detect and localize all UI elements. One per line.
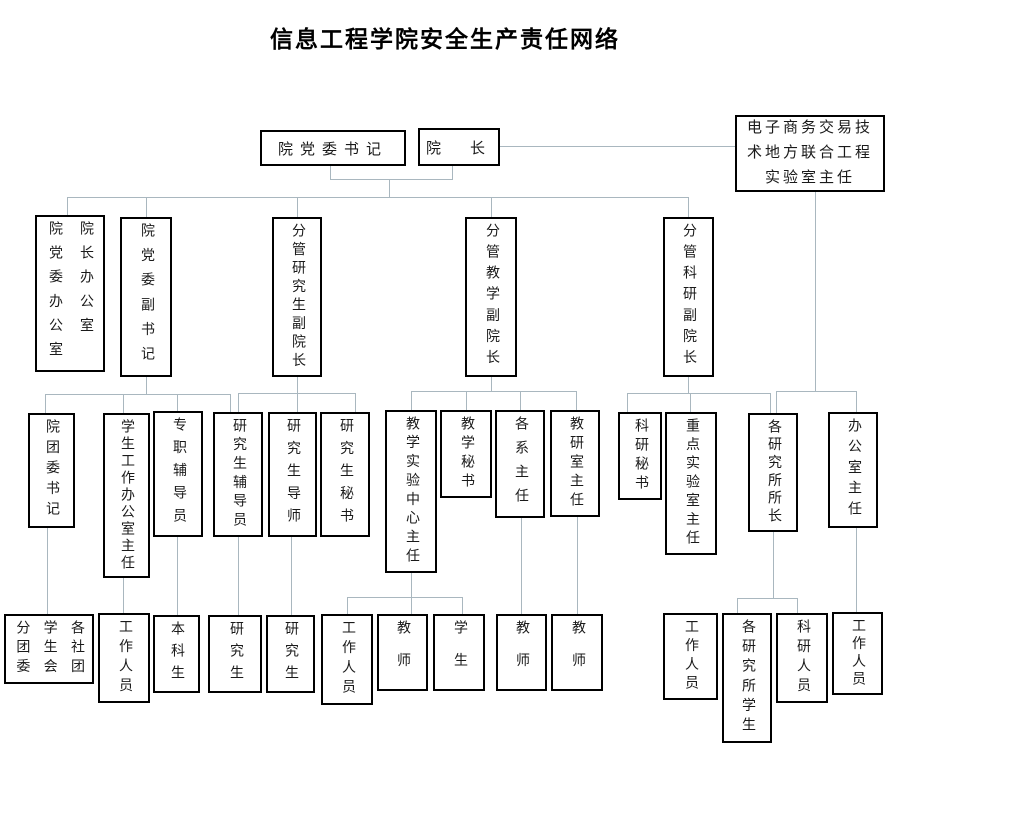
org-node-key-lab-director: 重点实验室主任 <box>665 412 717 555</box>
connector-line <box>177 394 178 411</box>
org-node-graduates-2: 研究生 <box>266 615 315 693</box>
org-node-research-secretary: 科研秘书 <box>618 412 662 500</box>
org-node-teaching-lab-center-director: 教学实验中心主任 <box>385 410 437 573</box>
org-node-staff-teaching-lab: 工作人员 <box>321 614 373 705</box>
connector-line <box>577 517 578 614</box>
org-node-staff-key-lab: 工作人员 <box>663 613 718 700</box>
org-node-staff-office: 工作人员 <box>832 612 883 695</box>
org-node-institute-heads: 各研究所所长 <box>748 413 798 532</box>
connector-line <box>47 528 48 614</box>
connector-line <box>520 391 521 410</box>
connector-line <box>389 179 390 197</box>
connector-line <box>770 393 771 413</box>
connector-line <box>491 377 492 391</box>
connector-line <box>411 391 577 392</box>
page-title: 信息工程学院安全生产责任网络 <box>270 27 620 52</box>
connector-line <box>297 197 298 217</box>
connector-line <box>737 598 798 599</box>
connector-line <box>776 391 777 413</box>
org-node-graduates-1: 研究生 <box>208 615 262 693</box>
org-node-student-affairs-director: 学生工作办公室主任 <box>103 413 150 578</box>
org-node-vice-dean-research: 分管科研副院长 <box>663 217 714 377</box>
org-node-vice-dean-teaching: 分管教学副院长 <box>465 217 517 377</box>
org-node-office-director: 办公室主任 <box>828 412 878 528</box>
connector-line <box>521 518 522 614</box>
org-node-deputy-party-secretary: 院党委副书记 <box>120 217 172 377</box>
connector-line <box>230 394 231 412</box>
connector-line <box>737 598 738 613</box>
connector-line <box>67 197 68 215</box>
org-node-staff-student-affairs: 工作人员 <box>98 613 150 703</box>
connector-line <box>146 197 147 217</box>
connector-line <box>330 165 331 179</box>
org-node-students: 学生 <box>433 614 485 691</box>
connector-line <box>797 598 798 613</box>
org-node-teaching-secretary: 教学秘书 <box>440 410 492 498</box>
org-node-dean-party-office: 院长办公室 院党委办公室 <box>35 215 105 372</box>
connector-line <box>411 597 412 614</box>
org-node-ecommerce-lab-director: 电子商务交易技 术地方联合工程 实验室主任 <box>735 115 885 192</box>
org-node-research-staff: 科研人员 <box>776 613 828 703</box>
connector-line <box>411 573 412 597</box>
connector-line <box>177 537 178 615</box>
org-node-teachers-3: 教师 <box>551 614 603 691</box>
org-node-graduate-counselors: 研究生辅导员 <box>213 412 263 537</box>
connector-line <box>123 578 124 613</box>
org-node-undergraduates: 本科生 <box>153 615 200 693</box>
connector-line <box>347 597 463 598</box>
org-node-institute-students: 各研究所学生 <box>722 613 772 743</box>
connector-line <box>856 528 857 612</box>
connector-line <box>452 165 453 179</box>
connector-line <box>688 377 689 393</box>
connector-line <box>347 597 348 614</box>
org-node-vice-dean-graduate: 分管研究生副院长 <box>272 217 322 377</box>
connector-line <box>856 391 857 412</box>
connector-line <box>576 391 577 410</box>
org-node-teaching-research-heads: 教研室主任 <box>550 410 600 517</box>
connector-line <box>627 393 628 412</box>
org-node-teachers-2: 教师 <box>496 614 547 691</box>
connector-line <box>45 394 46 413</box>
org-node-graduate-supervisors: 研究生导师 <box>268 412 317 537</box>
org-node-party-secretary: 院党委书记 <box>260 130 406 166</box>
org-node-department-heads: 各系主任 <box>495 410 545 518</box>
connector-line <box>67 197 689 198</box>
connector-line <box>330 179 453 180</box>
connector-line <box>776 391 857 392</box>
connector-line <box>815 192 816 391</box>
org-node-teachers-1: 教师 <box>377 614 428 691</box>
connector-line <box>773 532 774 598</box>
connector-line <box>690 393 691 412</box>
org-node-youth-league-secretary: 院团委书记 <box>28 413 75 528</box>
connector-line <box>688 197 689 217</box>
org-node-dean: 院 长 <box>418 128 500 166</box>
connector-line <box>297 393 298 412</box>
connector-line <box>238 393 239 412</box>
connector-line <box>500 146 735 147</box>
connector-line <box>297 377 298 393</box>
connector-line <box>466 391 467 410</box>
connector-line <box>411 391 412 410</box>
connector-line <box>491 197 492 217</box>
connector-line <box>291 537 292 615</box>
connector-line <box>123 394 124 413</box>
org-node-student-orgs: 各社团 学生会 分团委 <box>4 614 94 684</box>
connector-line <box>146 377 147 394</box>
connector-line <box>238 537 239 615</box>
org-node-fulltime-counselors: 专职辅导员 <box>153 411 203 537</box>
connector-line <box>627 393 771 394</box>
org-node-graduate-secretary: 研究生秘书 <box>320 412 370 537</box>
connector-line <box>462 597 463 614</box>
connector-line <box>355 393 356 412</box>
connector-line <box>45 394 231 395</box>
